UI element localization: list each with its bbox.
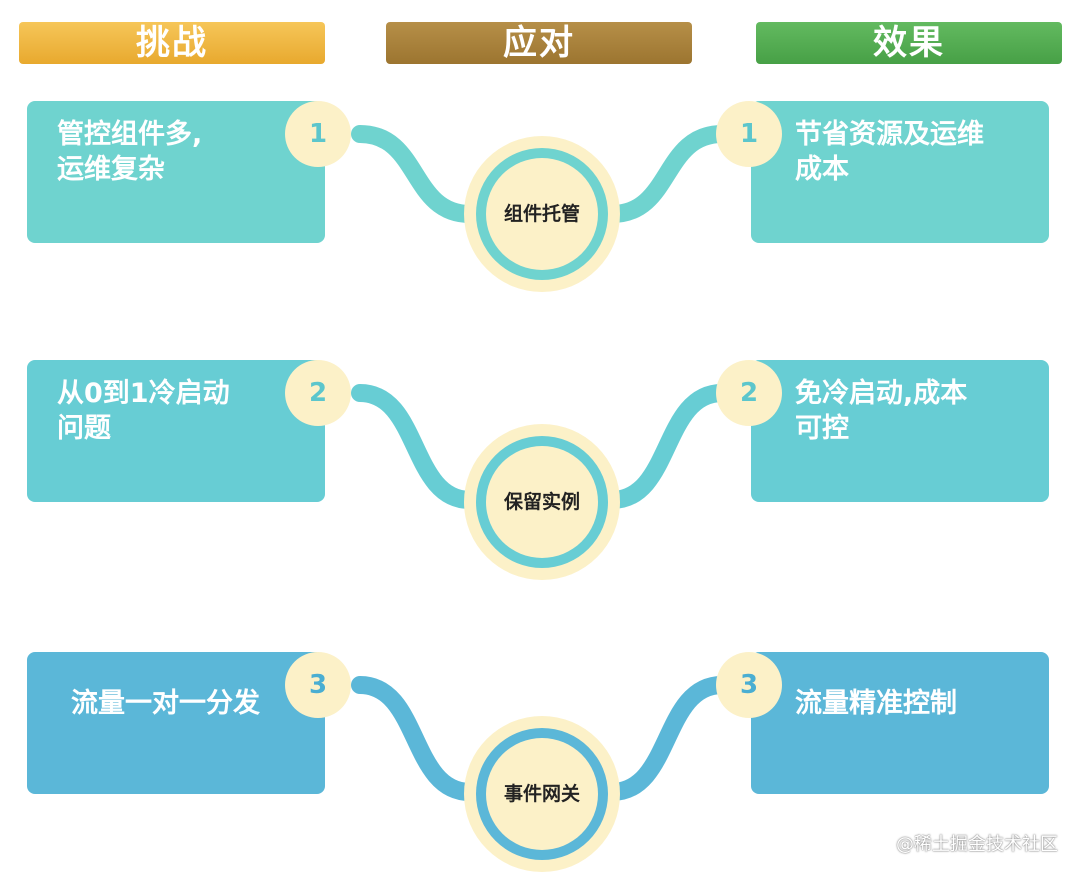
response-hub-2: 保留实例 xyxy=(464,424,620,580)
challenge-box-3: 流量一对一分发 xyxy=(27,652,325,794)
effect-number-badge-1: 1 xyxy=(716,101,782,167)
header-challenge: 挑战 xyxy=(19,22,325,64)
challenge-box-2: 从0到1冷启动 问题 xyxy=(27,360,325,502)
connector-left-3 xyxy=(351,676,479,801)
connector-right-2 xyxy=(603,384,731,509)
hub-label-3: 事件网关 xyxy=(486,738,598,850)
header-effect: 效果 xyxy=(756,22,1062,64)
challenge-text-2a: 从0到1冷启动 xyxy=(57,378,230,409)
header-response: 应对 xyxy=(386,22,692,64)
challenge-text-1b: 运维复杂 xyxy=(57,154,165,185)
connector-right-3 xyxy=(603,676,731,801)
connector-right-1 xyxy=(603,125,731,223)
challenge-text-2b: 问题 xyxy=(57,413,111,444)
effect-text-2a: 免冷启动,成本 xyxy=(795,378,968,409)
response-hub-3: 事件网关 xyxy=(464,716,620,872)
challenge-number-badge-2: 2 xyxy=(285,360,351,426)
effect-number-badge-2: 2 xyxy=(716,360,782,426)
effect-text-1b: 成本 xyxy=(795,154,849,185)
challenge-number-badge-1: 1 xyxy=(285,101,351,167)
effect-number-badge-3: 3 xyxy=(716,652,782,718)
response-hub-1: 组件托管 xyxy=(464,136,620,292)
challenge-number-badge-3: 3 xyxy=(285,652,351,718)
effect-text-1a: 节省资源及运维 xyxy=(795,119,984,150)
challenge-box-1: 管控组件多, 运维复杂 xyxy=(27,101,325,243)
effect-text-3a: 流量精准控制 xyxy=(795,688,957,719)
row1-connectors xyxy=(351,125,731,223)
row2-connectors xyxy=(351,384,731,509)
effect-text-2b: 可控 xyxy=(795,413,849,444)
connector-left-1 xyxy=(351,125,479,223)
hub-label-1: 组件托管 xyxy=(486,158,598,270)
connector-left-2 xyxy=(351,384,479,509)
hub-label-2: 保留实例 xyxy=(486,446,598,558)
row3-connectors xyxy=(351,676,731,801)
watermark: @稀土掘金技术社区 xyxy=(896,834,1058,855)
effect-box-1: 节省资源及运维 成本 xyxy=(751,101,1049,243)
effect-box-3: 流量精准控制 xyxy=(751,652,1049,794)
challenge-text-1a: 管控组件多, xyxy=(57,119,203,150)
challenge-text-3a: 流量一对一分发 xyxy=(71,688,260,719)
effect-box-2: 免冷启动,成本 可控 xyxy=(751,360,1049,502)
